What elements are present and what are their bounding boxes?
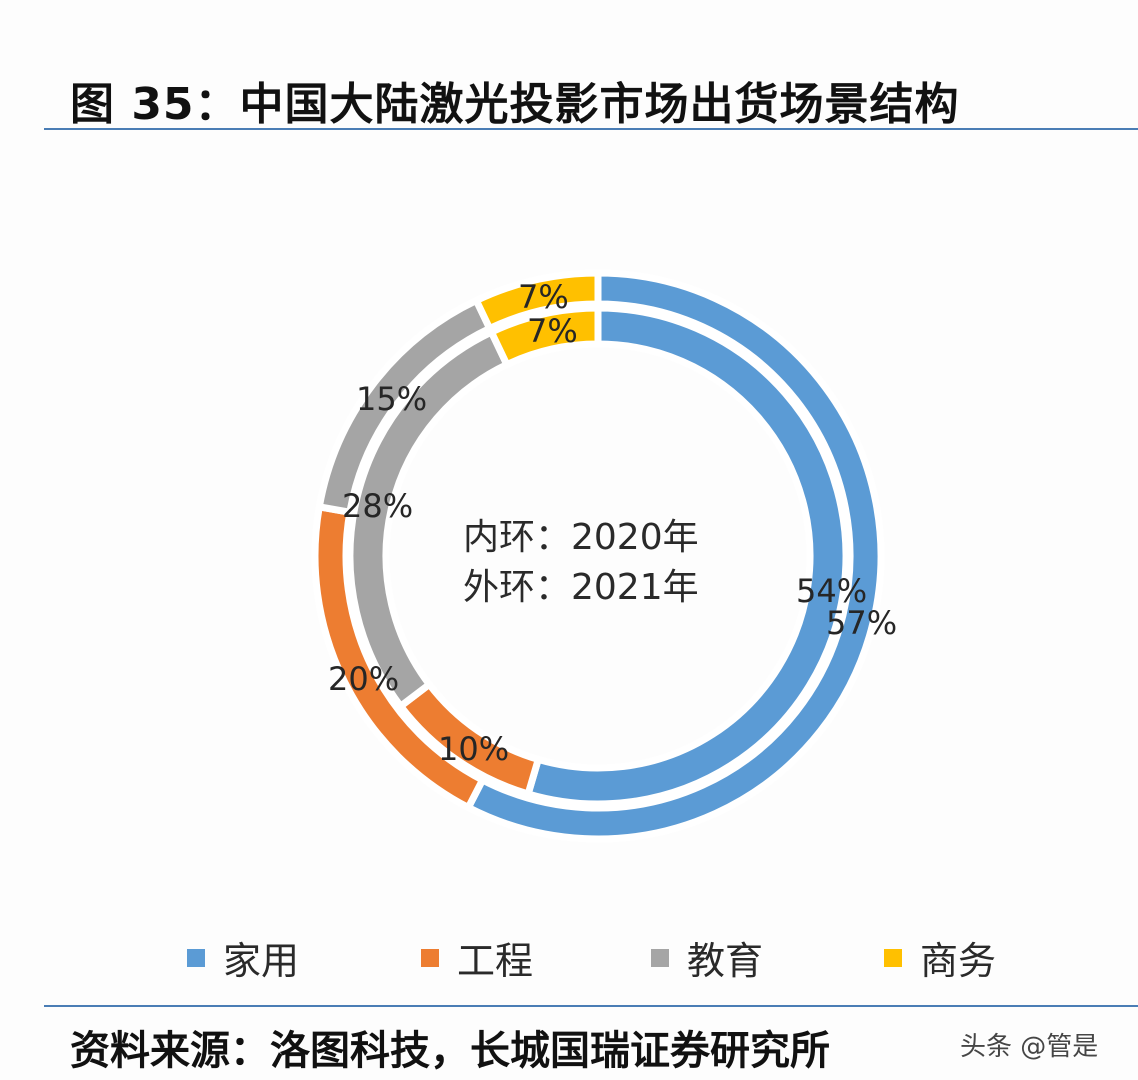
figure-title: 图 35：中国大陆激光投影市场出货场景结构 bbox=[70, 79, 960, 130]
title-divider bbox=[44, 128, 1138, 130]
legend-swatch-engineering bbox=[421, 948, 439, 967]
double-donut-chart bbox=[311, 269, 885, 843]
inner-education-label: 28% bbox=[342, 487, 414, 525]
legend-label-home: 家用 bbox=[223, 939, 300, 983]
outer-ring-2021 bbox=[311, 269, 885, 843]
legend-item-home: 家用 bbox=[187, 930, 299, 985]
legend-label-business: 商务 bbox=[920, 939, 997, 983]
legend-label-education: 教育 bbox=[687, 939, 764, 983]
inner-home-label: 54% bbox=[796, 572, 868, 610]
outer-home-label: 57% bbox=[826, 604, 898, 642]
segment-business bbox=[471, 269, 602, 334]
inner-ring-2020 bbox=[346, 304, 850, 808]
legend-item-engineering: 工程 bbox=[421, 930, 533, 985]
legend-swatch-home bbox=[187, 948, 205, 967]
inner-engineering-label: 10% bbox=[438, 730, 510, 768]
segment-home bbox=[463, 269, 885, 843]
segment-home bbox=[523, 304, 850, 808]
watermark: 头条 @管是 bbox=[960, 1032, 1099, 1062]
legend-swatch-business bbox=[884, 948, 902, 967]
source-divider bbox=[44, 1005, 1138, 1007]
outer-business-label: 7% bbox=[518, 278, 569, 316]
legend-swatch-education bbox=[651, 948, 669, 967]
legend-item-education: 教育 bbox=[651, 930, 763, 985]
inner-ring-caption: 内环：2020年 bbox=[463, 517, 699, 558]
legend-item-business: 商务 bbox=[884, 930, 996, 985]
source-note: 资料来源：洛图科技，长城国瑞证券研究所 bbox=[70, 1028, 830, 1074]
segment-business bbox=[486, 304, 602, 370]
legend-label-engineering: 工程 bbox=[457, 939, 534, 983]
outer-education-label: 15% bbox=[356, 380, 428, 418]
outer-ring-caption: 外环：2021年 bbox=[463, 567, 699, 608]
chart-legend: 家用 工程 教育 商务 bbox=[0, 930, 1138, 983]
outer-engineering-label: 20% bbox=[328, 660, 400, 698]
inner-business-label: 7% bbox=[527, 312, 578, 350]
